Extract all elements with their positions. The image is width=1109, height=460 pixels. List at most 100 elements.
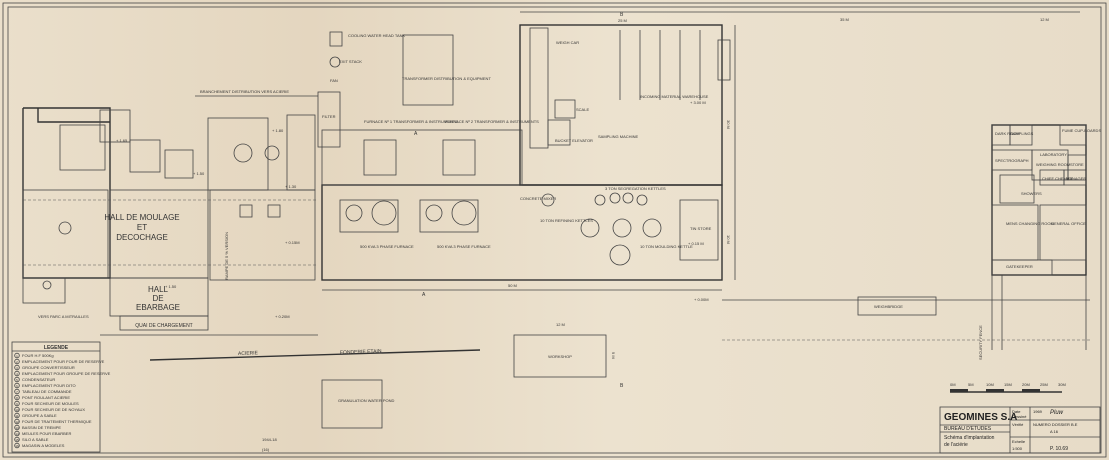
legend-item-number: 1 — [16, 354, 18, 358]
legend-item-number: 3 — [16, 366, 18, 370]
legend-item-text: MAGASIN A MODELES — [22, 443, 65, 448]
scale-0: 0M — [950, 382, 956, 387]
tb-dept: BUREAU D'ETUDES — [944, 426, 992, 432]
level-4: + 1.30 — [285, 184, 297, 189]
legend-item-number: 10 — [15, 408, 19, 412]
weigh-car-label: WEIGH CAR — [556, 40, 579, 45]
legend-marker — [14, 364, 20, 371]
lab-store: STORE — [1070, 162, 1084, 167]
hall-moulage-label-3: DECOCHAGE — [116, 233, 168, 242]
lab-general-office: GENERAL OFFICE — [1051, 221, 1086, 226]
scale-30: 30M — [1058, 382, 1066, 387]
legend-marker — [14, 400, 20, 407]
furnace1-label: FURNACE Nº 1 TRANSFORMER & INSTRUMENTS — [364, 119, 458, 124]
legend-marker — [14, 382, 20, 389]
sampling-machine-label: SAMPLING MACHINE — [598, 134, 639, 139]
legend-marker — [14, 406, 20, 413]
legend-item-text: FOUR H.F 500Kg — [22, 353, 54, 358]
lab-gatekeeper: GATEKEEPER — [1006, 264, 1033, 269]
legend-item-text: SILO A SABLE — [22, 437, 49, 442]
smelter-building — [317, 11, 1080, 291]
fan-label: FAN — [330, 78, 338, 83]
hall-ebarbage-label-3: EBARBAGE — [136, 303, 180, 312]
legend-marker — [14, 436, 20, 443]
lab-men-changing: MENS CHANGING ROOM — [1006, 221, 1054, 226]
legend-marker — [14, 352, 20, 359]
foundry-building — [22, 107, 318, 331]
legend-item-text: FOUR SECHEUR DE MOULES — [22, 401, 79, 406]
sheet-inner-border — [7, 6, 1102, 454]
level-7: + 0.00M — [694, 297, 709, 302]
level-9: + 3.00 M — [690, 100, 706, 105]
level-6: + 0.20M — [275, 314, 290, 319]
lab-laboratory: LABORATORY — [1040, 152, 1067, 157]
legend-item-text: GROUPE CONVERTISSEUR — [22, 365, 75, 370]
tb-company: GEOMINES S.A — [944, 412, 1017, 423]
legend-item-number: 9 — [16, 402, 18, 406]
transformer-dist-label: TRANSFORMER DISTRIBUTION & EQUIPMENT — [402, 76, 491, 81]
tb-date-label: Date — [1012, 409, 1021, 414]
kva2-label: 500 KVA 3 PHASE FURNACE — [437, 244, 491, 249]
scale-20: 20M — [1022, 382, 1030, 387]
legend-item-number: 12 — [15, 420, 19, 424]
legend-item-number: 15 — [15, 438, 19, 442]
hall-ebarbage-label-2: DE — [152, 294, 163, 303]
legend-item-number: 4 — [16, 372, 18, 376]
legend-marker — [14, 388, 20, 395]
legend-marker — [14, 376, 20, 383]
legend-item-text: FOUR DE TRAITEMENT THERMIQUE — [22, 419, 92, 424]
furnace2-label: FURNACE Nº 2 TRANSFORMER & INSTRUMENTS — [445, 119, 539, 124]
level-1: + 1.65 — [116, 138, 128, 143]
refining-label: 10 TON REFINING KETTLES — [540, 218, 593, 223]
vers-parc-label: VERS PARC A MITRAILLES — [38, 314, 89, 319]
scale-25: 25M — [1040, 382, 1048, 387]
legend-item-number: 7 — [16, 390, 18, 394]
lab-samplings: SAMPLINGS — [1010, 131, 1034, 136]
dim-50m: 50 M — [508, 283, 517, 288]
level-3: + 1.50 — [193, 171, 205, 176]
hall-moulage-label-1: HALL DE MOULAGE — [104, 213, 179, 222]
legend-marker — [14, 424, 20, 431]
scale-label: SCALE — [576, 107, 589, 112]
hall-ebarbage-label-1: HALL — [148, 285, 169, 294]
lab-fume-cup: FUME CUP-BOARDS — [1062, 128, 1101, 133]
lab-manager: MANAGER — [1066, 176, 1086, 181]
legend-item-number: 13 — [15, 426, 19, 430]
acierie-arrow-line — [149, 349, 481, 361]
title-block — [939, 406, 1101, 454]
scale-bar — [950, 389, 1062, 393]
pond-rect — [321, 379, 383, 429]
granulation-label: GRANULATION WATER POND — [338, 398, 394, 403]
tin-store-label: TIN STORE — [690, 226, 712, 231]
section-b-top: B — [620, 12, 624, 18]
lab-spectrograph: SPECTROGRAPH — [995, 158, 1029, 163]
legend-item-number: 8 — [16, 396, 18, 400]
tb-date-val: 1969 — [1033, 409, 1043, 414]
margin-note-2: (16) — [262, 447, 270, 452]
lab-showers: SHOWERS — [1021, 191, 1042, 196]
level-8: + 1.50 — [165, 284, 177, 289]
exit-stack-label: EXIT STACK — [339, 59, 362, 64]
incoming-warehouse-label: INCOMING MATERIAL WAREHOUSE — [640, 94, 709, 99]
legend-item-number: 11 — [15, 414, 18, 418]
legend-item-text: FOUR SECHEUR DE DE NOYAUX — [22, 407, 85, 412]
legend-marker — [14, 418, 20, 425]
legend-item-number: 14 — [15, 432, 19, 436]
legend-item-text: GROUPE A SABLE — [22, 413, 57, 418]
tb-number-val: A 16 — [1050, 429, 1059, 434]
weighbridge-label: WEIGHBRIDGE — [874, 304, 903, 309]
dim-12m-workshop: 12 M — [556, 322, 565, 327]
moulding-label: 10 TON MOULDING KETTLE — [640, 244, 693, 249]
legend-marker — [14, 442, 20, 449]
legend-item-text: BASSIN DE TREMPE — [22, 425, 61, 430]
cooling-tank-label: COOLING WATER HEAD TANK — [348, 33, 406, 38]
legend-marker — [14, 394, 20, 401]
bucket-elevator-label: BUCKET ELEVATOR — [555, 138, 593, 143]
legend-item-number: 2 — [16, 360, 18, 364]
dim-12m: 12 M — [1040, 17, 1049, 22]
section-a-top: A — [414, 131, 418, 137]
tb-signature: Pluw — [1050, 410, 1064, 416]
